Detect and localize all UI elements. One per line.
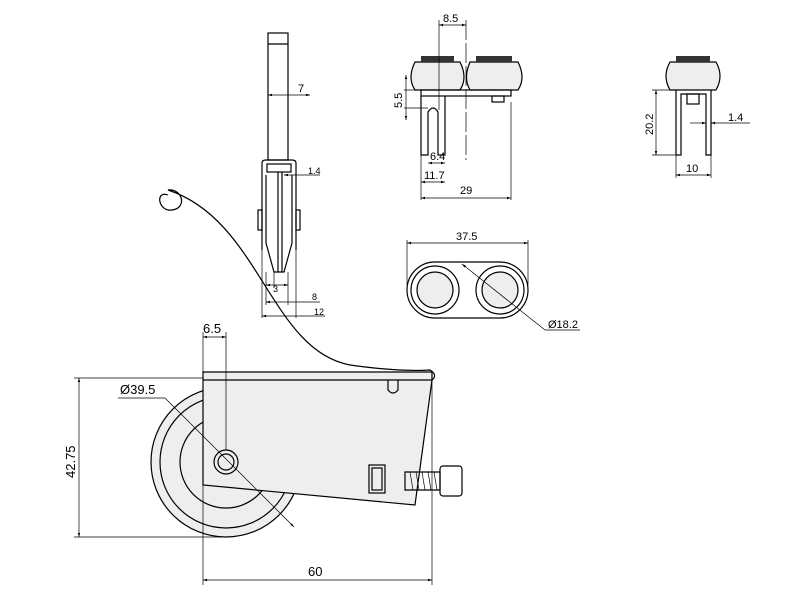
dim-side-width: 10	[686, 163, 698, 175]
main-view: 6.5 Ø39.5 42.75 60	[63, 189, 463, 585]
pin-view: 7 1.4 3 8 12	[257, 32, 325, 318]
dim-front-offset: 8.5	[443, 13, 458, 25]
dim-front-height: 5.5	[393, 93, 405, 108]
dim-bottom-length: 37.5	[456, 231, 477, 243]
dim-pin-outer: 12	[314, 307, 324, 317]
dim-front-total: 29	[460, 185, 472, 197]
bottom-view: 37.5 Ø18.2	[406, 231, 580, 331]
front-view: 8.5 5.5 6.4 11.7 29	[393, 13, 523, 200]
dim-pin-width: 7	[298, 83, 304, 95]
dim-side-height: 20.2	[644, 114, 656, 135]
dim-height: 42.75	[63, 445, 78, 478]
dim-axle-offset: 6.5	[203, 321, 221, 336]
dim-length: 60	[308, 564, 322, 579]
dim-bottom-diameter: Ø18.2	[548, 319, 578, 331]
dim-front-leg: 11.7	[424, 170, 445, 182]
dim-pin-flange: 1.4	[308, 166, 321, 176]
dim-front-slot: 6.4	[430, 151, 445, 163]
dim-pin-inner: 8	[312, 292, 317, 302]
side-view: 20.2 1.4 10	[644, 56, 750, 178]
dim-wheel-diameter: Ø39.5	[120, 382, 155, 397]
dim-side-thickness: 1.4	[728, 112, 743, 124]
dim-pin-wheel: 3	[273, 284, 278, 294]
